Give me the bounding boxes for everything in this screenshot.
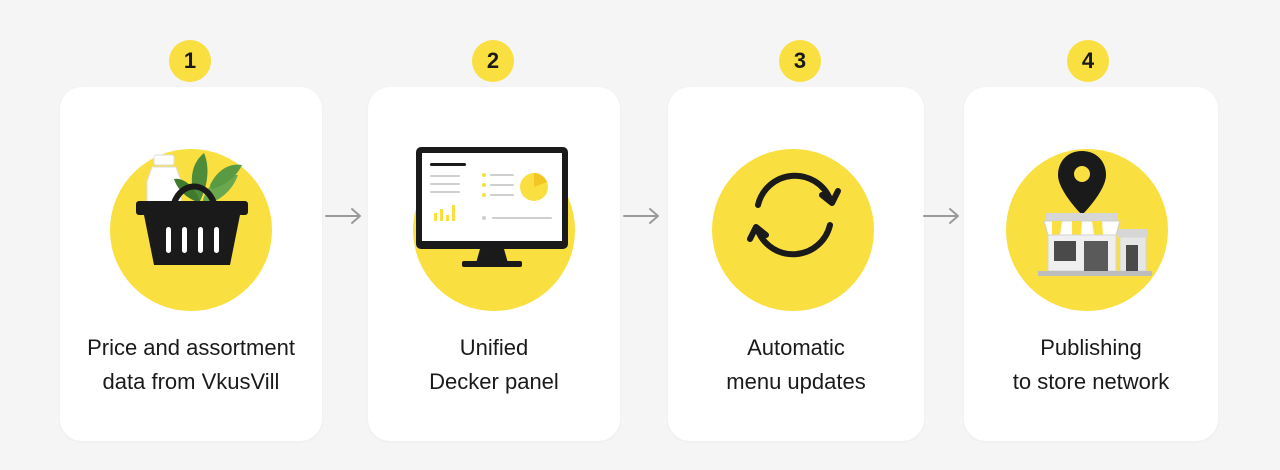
step-4-label-line-2: to store network — [1012, 369, 1170, 394]
step-2-label-line-2: Decker panel — [429, 369, 559, 394]
step-4-label: Publishing to store network — [964, 331, 1218, 399]
step-1-number-badge: 1 — [169, 40, 211, 82]
step-1-label-line-2: data from VkusVill — [102, 369, 280, 394]
step-2-number-badge: 2 — [472, 40, 514, 82]
step-2-label: Unified Decker panel — [368, 331, 620, 399]
sync-arrows-icon — [747, 172, 841, 258]
grocery-basket-icon — [136, 153, 248, 265]
step-2-card: Unified Decker panel — [368, 87, 620, 441]
arrow-right-icon — [325, 208, 361, 224]
step-3-label-line-2: menu updates — [726, 369, 866, 394]
step-2-label-line-1: Unified — [459, 335, 529, 360]
step-4-card: Publishing to store network — [964, 87, 1218, 441]
dashboard-monitor-icon — [416, 147, 568, 267]
step-1-card: Price and assortment data from VkusVill — [60, 87, 322, 441]
step-3-number-badge: 3 — [779, 40, 821, 82]
arrow-right-icon — [623, 208, 659, 224]
step-4-label-line-1: Publishing — [1040, 335, 1142, 360]
step-3-label-line-1: Automatic — [747, 335, 845, 360]
step-1-label-line-1: Price and assortment — [87, 335, 295, 360]
step-3-label: Automatic menu updates — [668, 331, 924, 399]
store-location-icon — [1038, 151, 1152, 276]
step-3-card: Automatic menu updates — [668, 87, 924, 441]
step-4-number-badge: 4 — [1067, 40, 1109, 82]
arrow-right-icon — [923, 208, 959, 224]
step-1-label: Price and assortment data from VkusVill — [60, 331, 322, 399]
